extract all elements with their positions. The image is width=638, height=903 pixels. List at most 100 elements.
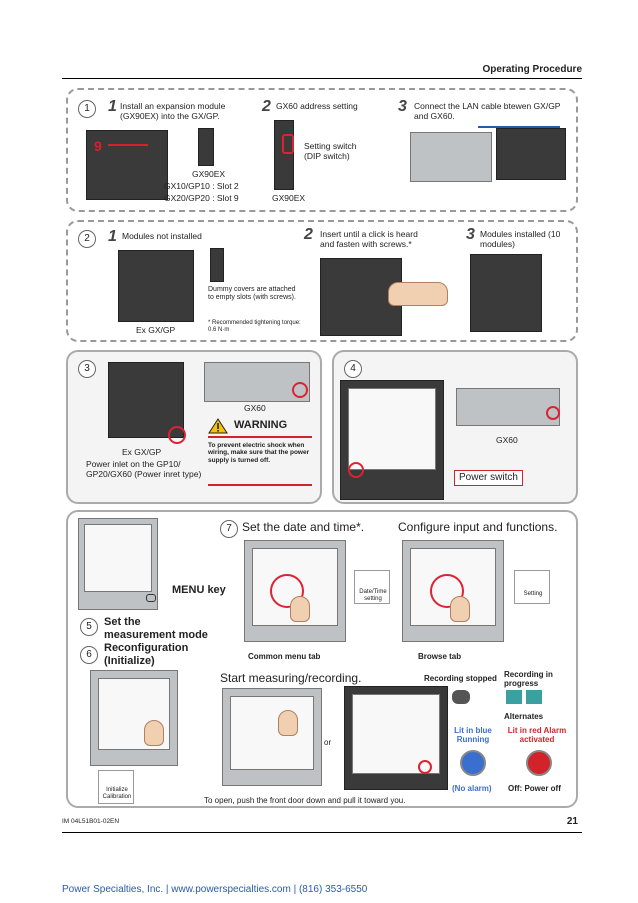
warning-title: WARNING: [234, 419, 288, 431]
warning-header: WARNING: [208, 418, 312, 436]
footer-rule: [62, 832, 582, 833]
step-number: 2: [304, 226, 313, 243]
step-number: 2: [262, 98, 271, 115]
menu-key-label: MENU key: [172, 584, 226, 596]
configure-text: Configure input and functions.: [398, 520, 558, 534]
browse-tab-highlight: [430, 574, 464, 608]
setting-label: Setting: [523, 591, 543, 597]
power-switch-label: Power switch: [454, 470, 523, 486]
common-menu-highlight: [270, 574, 304, 608]
record-icon: [526, 690, 542, 704]
lit-red-label: Lit in red Alarm activated: [507, 726, 567, 745]
start-key-highlight: [418, 760, 432, 774]
gx-rear-image: [108, 362, 184, 438]
gx60-image: [410, 132, 492, 182]
torque-note: * Recommended tightening torque: 0.6 N·m: [208, 320, 301, 333]
gx60-image: [456, 388, 560, 426]
lit-blue-label: Lit in blue Running: [454, 726, 492, 745]
section-1-box: 1 1 Install an expansion module (GX90EX)…: [66, 88, 578, 212]
gx-screen: [348, 388, 436, 470]
gx60-label: GX60: [496, 435, 518, 445]
step-text: Set the date and time*.: [242, 520, 365, 534]
gx-screen: [84, 524, 152, 592]
power-inlet-label: Power inlet on the GP10/ GP20/GX60 (Powe…: [86, 459, 202, 479]
header-rule: [62, 78, 582, 79]
step-number: 1: [108, 228, 117, 245]
open-door-text: To open, push the front door down and pu…: [204, 796, 406, 805]
section-number: 1: [78, 100, 96, 118]
step-number: 5: [80, 618, 98, 636]
initialize-icon[interactable]: Initialize Calibration: [98, 770, 134, 804]
gx-rear-image: [86, 130, 168, 200]
blue-led: [460, 750, 486, 776]
company-footer[interactable]: Power Specialties, Inc. | www.powerspeci…: [62, 884, 368, 895]
hand-image: [290, 596, 310, 622]
browse-tab-label: Browse tab: [418, 652, 462, 661]
hand-image: [388, 282, 448, 306]
hand-image: [144, 720, 164, 746]
setting-switch-label: Setting switch (DIP switch): [304, 141, 357, 161]
header-title: Operating Procedure: [482, 64, 582, 75]
module-label: GX90EX: [192, 169, 226, 179]
gx-screen: [230, 696, 314, 770]
no-alarm-label: (No alarm): [452, 784, 492, 793]
doc-id: IM 04L51B01-02EN: [62, 818, 120, 825]
hand-image: [278, 710, 298, 736]
red-led: [526, 750, 552, 776]
modules-installed-image: [470, 254, 542, 332]
alternates-label: Alternates: [504, 712, 544, 721]
dummy-note: Dummy covers are attached to empty slots…: [208, 286, 296, 302]
section-number: 3: [78, 360, 96, 378]
step-number: 3: [466, 226, 475, 243]
database-icon: [452, 690, 470, 704]
warning-icon: [208, 418, 228, 434]
slot-line-1: GX10/GP10 : Slot 2: [164, 181, 239, 191]
gx-rear-image: [118, 250, 194, 322]
gx90ex-module-image: [274, 120, 294, 190]
gx60-switch-highlight: [546, 406, 560, 420]
gx-image: [496, 128, 566, 180]
warning-text: To prevent electric shock when wiring, m…: [208, 442, 310, 464]
section-number: 4: [344, 360, 362, 378]
hand-image: [450, 596, 470, 622]
menu-key[interactable]: [146, 594, 156, 602]
step-text: GX60 address setting: [276, 101, 358, 111]
step-text: Insert until a click is heard and fasten…: [320, 229, 418, 249]
step-number: 3: [398, 98, 407, 115]
power-inlet-highlight: [168, 426, 186, 444]
dip-switch-highlight: [282, 134, 294, 154]
setting-icon[interactable]: Setting: [514, 570, 550, 604]
datetime-label: Date/Time setting: [359, 589, 387, 602]
dummy-cover-image: [210, 248, 224, 282]
record-icon: [506, 690, 522, 704]
page-number: 21: [566, 816, 578, 827]
section-4-box: 4 GX60 Power switch: [332, 350, 578, 504]
power-switch-highlight: [348, 462, 364, 478]
step-text: Connect the LAN cable btewen GX/GP and G…: [414, 101, 561, 121]
gx60-inlet-highlight: [292, 382, 308, 398]
warning-rule-bottom: [208, 484, 312, 486]
or-text: or: [324, 738, 332, 747]
gx60-image: [204, 362, 310, 402]
common-menu-tab-label: Common menu tab: [248, 652, 321, 661]
slot-line-2: GX20/GP20 : Slot 9: [164, 193, 239, 203]
initialize-label: Initialize Calibration: [102, 787, 132, 800]
step-text: Reconfiguration (Initialize): [104, 642, 189, 667]
section-3-box: 3 Ex GX/GP Power inlet on the GP10/ GP20…: [66, 350, 322, 504]
module-label: GX90EX: [272, 193, 306, 203]
recording-stopped-label: Recording stopped: [424, 674, 497, 683]
step-text: Modules installed (10 modules): [480, 229, 561, 249]
ex-label: Ex GX/GP: [122, 447, 162, 457]
section-5-box: MENU key 5 Set the measurement mode 6 Re…: [66, 510, 578, 808]
datetime-icon[interactable]: Date/Time setting: [354, 570, 390, 604]
step-number: 1: [108, 98, 117, 115]
arrow-line: [108, 144, 148, 146]
off-power-label: Off: Power off: [508, 784, 561, 793]
warning-rule: [208, 436, 312, 438]
step-text: Modules not installed: [122, 231, 202, 241]
step-text: Set the measurement mode: [104, 616, 208, 641]
lan-cable: [478, 126, 560, 128]
start-text: Start measuring/recording.: [220, 671, 362, 685]
recording-progress-label: Recording in progress: [504, 670, 553, 689]
gx60-label: GX60: [244, 403, 266, 413]
